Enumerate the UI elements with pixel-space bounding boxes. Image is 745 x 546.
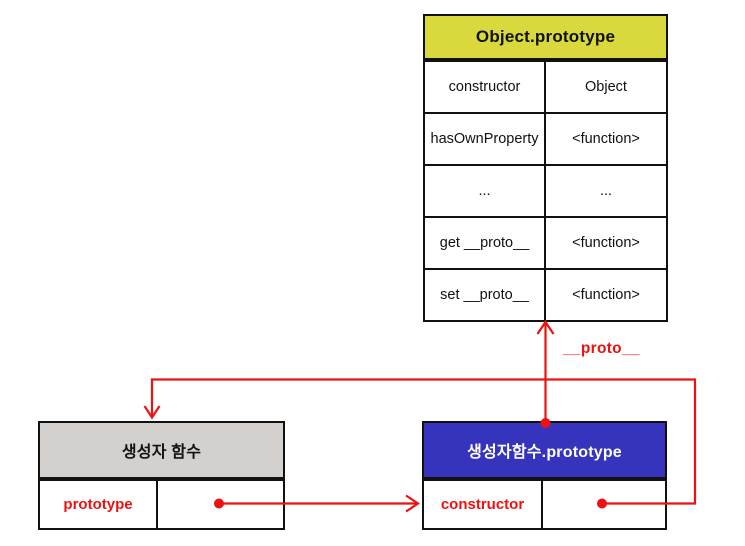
table-row: hasOwnProperty <function>	[425, 112, 666, 164]
table-row: ... ...	[425, 164, 666, 216]
table-row: constructor	[424, 479, 665, 528]
prop-value-cell: Object	[585, 79, 627, 95]
table-row: get __proto__ <function>	[425, 216, 666, 268]
proto-link-arrowhead-up-icon	[536, 320, 555, 335]
object-prototype-table: Object.prototype constructor Object hasO…	[423, 14, 668, 322]
constructor-function-table: 생성자 함수 prototype	[38, 421, 285, 530]
prop-name-cell: ...	[425, 166, 546, 216]
prop-value-cell	[158, 481, 283, 528]
table-row: prototype	[40, 479, 283, 528]
constructor-function-table-header: 생성자 함수	[40, 423, 283, 479]
constructor-ref-arrowhead-down-icon	[143, 405, 161, 420]
prop-value-cell	[543, 481, 665, 528]
prop-value-cell: ...	[599, 183, 613, 199]
prop-name-cell: constructor	[424, 481, 543, 528]
prop-name-cell: constructor	[425, 62, 546, 112]
prop-name-cell: hasOwnProperty	[425, 114, 546, 164]
prop-value-cell: <function>	[572, 131, 640, 147]
prop-name-cell: get __proto__	[425, 218, 546, 268]
proto-link-label: __proto__	[563, 340, 640, 357]
prototype-object-table-header: 생성자함수.prototype	[424, 423, 665, 479]
table-row: constructor Object	[425, 60, 666, 112]
prop-name-cell: prototype	[40, 481, 158, 528]
table-row: set __proto__ <function>	[425, 268, 666, 320]
object-prototype-table-header: Object.prototype	[425, 16, 666, 60]
prop-name-cell: set __proto__	[425, 270, 546, 320]
prototype-object-table: 생성자함수.prototype constructor	[422, 421, 667, 530]
prop-value-cell: <function>	[572, 287, 640, 303]
prop-value-cell: <function>	[572, 235, 640, 251]
prototype-ref-arrowhead-right-icon	[405, 494, 420, 513]
